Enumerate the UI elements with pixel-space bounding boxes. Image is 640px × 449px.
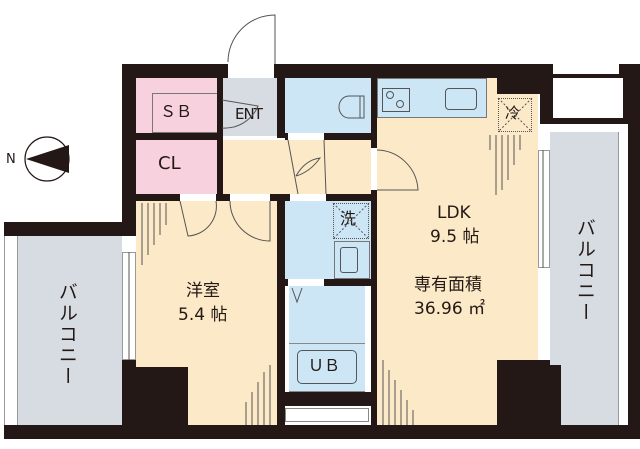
door-opening-ub[interactable]	[288, 279, 324, 286]
wall-left-balcony	[4, 222, 136, 236]
toilet-door-opening[interactable]	[288, 133, 324, 140]
balcony-right-label: バルコニー	[573, 218, 596, 323]
wall-ub-bottom	[285, 392, 371, 406]
stove-icon	[382, 88, 410, 112]
wall-toilet-bottom	[285, 133, 371, 140]
wall-top	[122, 64, 552, 78]
washer-label: 洗	[340, 209, 357, 228]
wall-left-balcony-bottom	[4, 425, 136, 439]
ldk-notch-top	[497, 78, 538, 94]
fridge-label: 冷	[505, 104, 521, 122]
area-value: 36.96 ㎡	[414, 299, 486, 319]
ps-opening	[285, 408, 369, 422]
sb-shelf	[152, 93, 217, 133]
ldk-name: LDK	[437, 203, 471, 223]
hallway	[223, 140, 371, 194]
area-label: 専有面積	[414, 275, 482, 295]
balcony-right	[550, 132, 622, 425]
balcony-left	[18, 236, 122, 425]
entrance-label: ENT	[235, 105, 263, 123]
wall-left-upper	[122, 64, 136, 230]
compass-label: N	[6, 152, 16, 167]
wall-sb-cl	[136, 133, 222, 140]
balcony-left-label: バルコニー	[55, 282, 78, 387]
wall-room-wash	[277, 201, 285, 425]
western-room-name: 洋室	[186, 281, 220, 301]
burner-2	[396, 100, 404, 108]
balcony-right-top-rail	[553, 64, 619, 74]
sb-label: ＳＢ	[160, 102, 193, 121]
cl-label: CL	[158, 153, 181, 174]
balcony-right-rail	[618, 132, 628, 425]
ldk-size: 9.5 帖	[430, 227, 480, 247]
wall-ent-toilet	[277, 78, 285, 138]
balcony-right-top-box	[553, 78, 623, 118]
door-opening-wash[interactable]	[290, 194, 326, 201]
wall-left-lower	[122, 360, 136, 439]
wall-right-edge	[628, 124, 640, 439]
kitchen-counter	[377, 78, 487, 118]
door-opening-cl[interactable]	[180, 194, 216, 201]
room-toilet	[285, 78, 371, 133]
ub-label: ＵＢ	[308, 356, 341, 375]
balcony-right-step	[545, 365, 561, 425]
bathtub-divider	[289, 343, 365, 344]
entrance-door-swing	[227, 14, 276, 64]
wall-room-col	[136, 367, 188, 425]
wall-v-storage	[217, 78, 223, 196]
wash-basin-bowl	[340, 247, 358, 273]
compass-icon	[24, 136, 70, 182]
wall-bottom	[122, 425, 640, 439]
western-room-size: 5.4 帖	[178, 305, 228, 325]
ldk-notch-bottom	[497, 360, 538, 425]
window-left	[122, 252, 136, 360]
room-sb	[136, 78, 217, 133]
burner-1	[386, 91, 394, 99]
sink-icon	[445, 88, 477, 110]
window-right	[538, 150, 550, 268]
balcony-left-rail	[4, 236, 18, 425]
door-opening-room[interactable]	[230, 194, 270, 201]
entrance-door-opening[interactable]	[228, 64, 274, 78]
